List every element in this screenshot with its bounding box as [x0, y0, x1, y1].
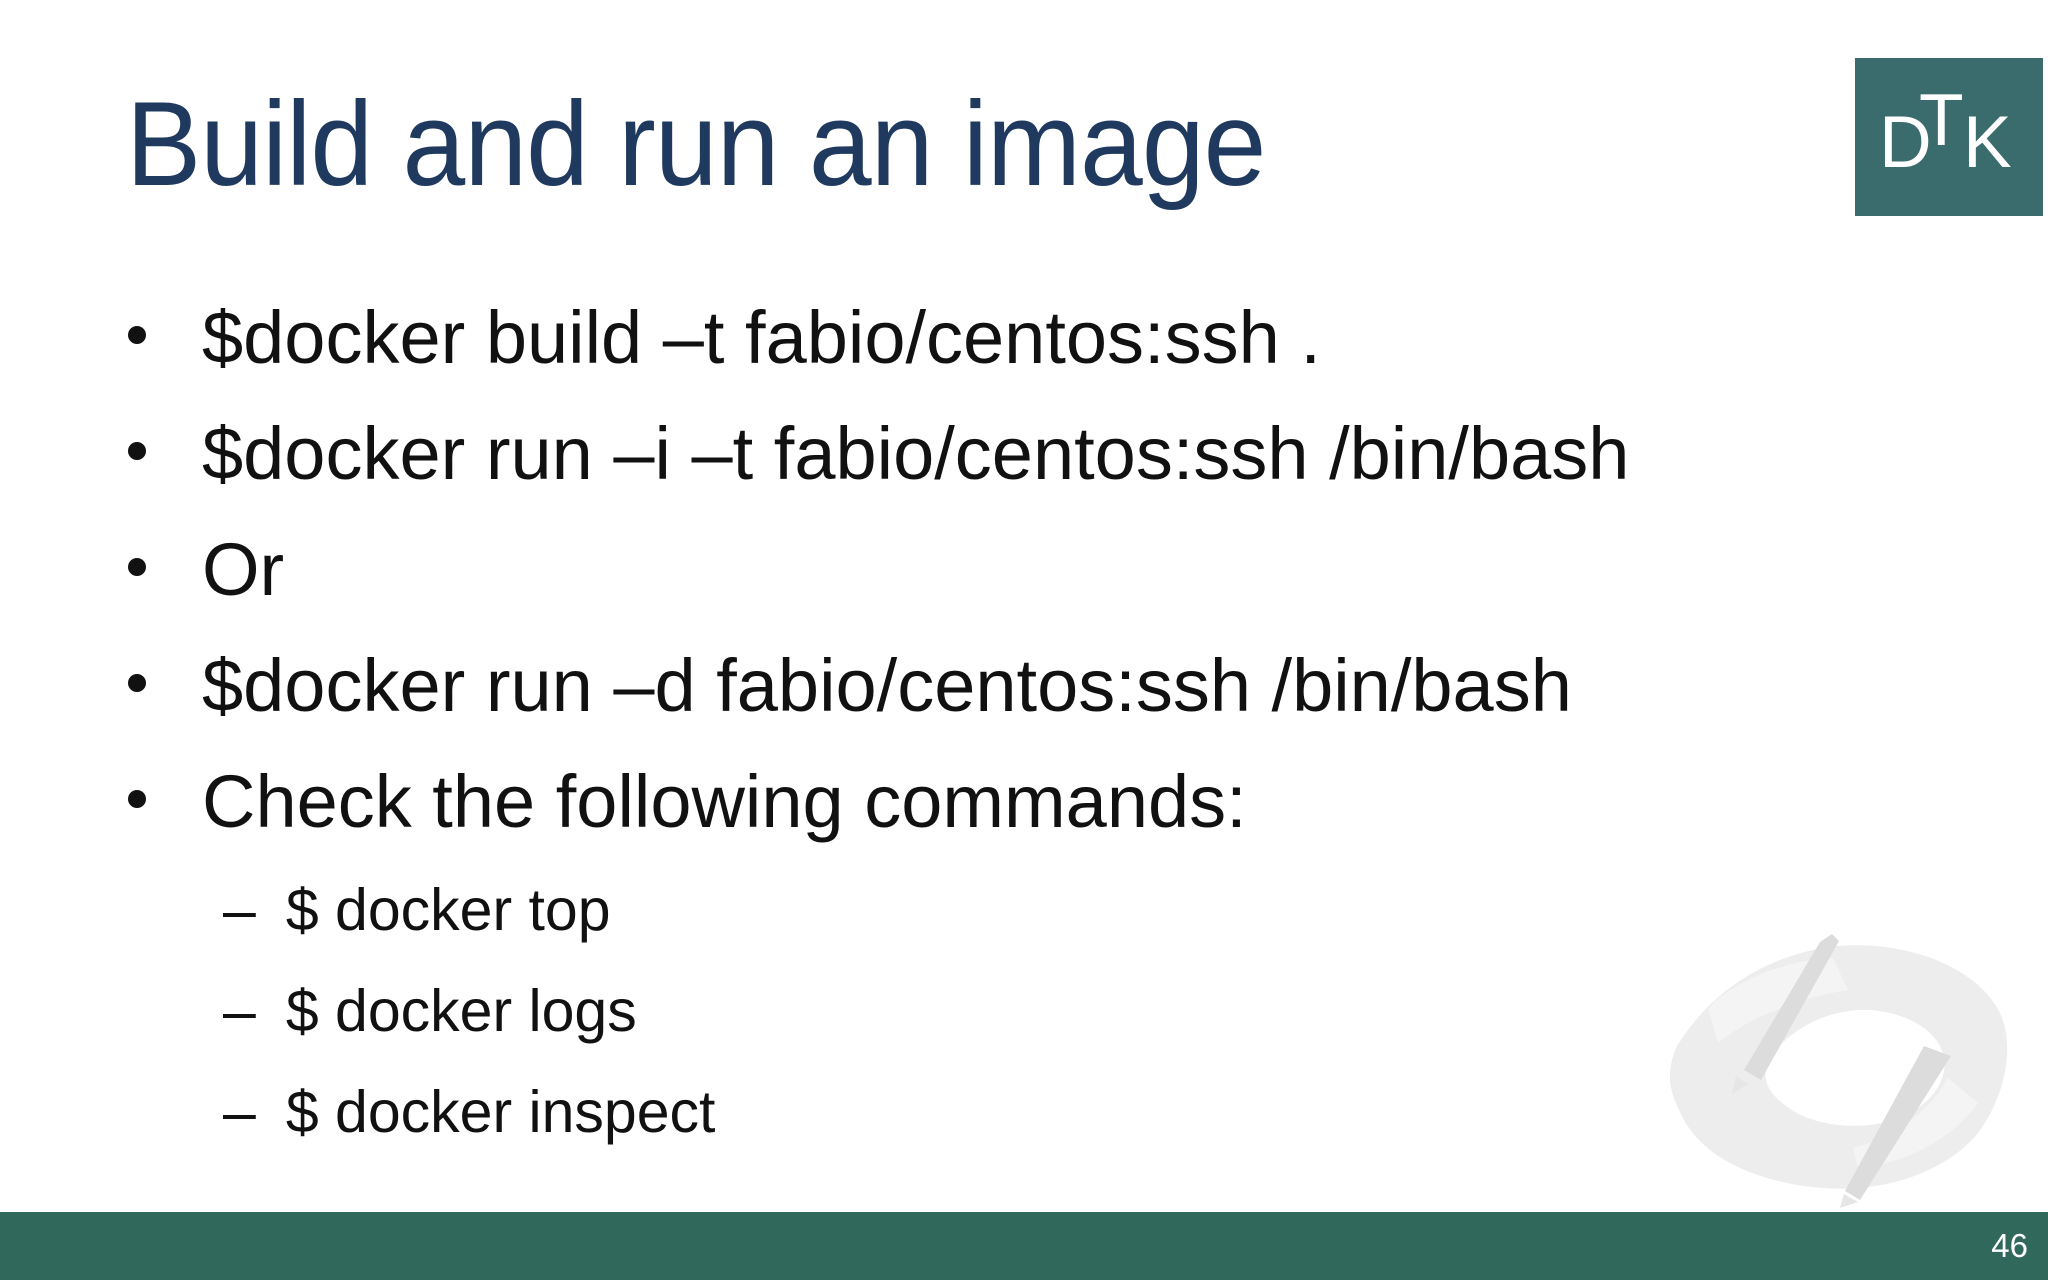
bullet-text: $docker build –t fabio/centos:ssh . — [202, 296, 1321, 379]
logo-letter-k: K — [1963, 102, 2012, 183]
sub-bullet-list: –$ docker top –$ docker logs –$ docker i… — [128, 860, 1629, 1163]
bullet-text: Or — [202, 528, 285, 611]
bullet-text: $docker run –d fabio/centos:ssh /bin/bas… — [202, 644, 1572, 727]
bullet-dot-icon — [128, 326, 146, 345]
bullet-item: $docker run –d fabio/centos:ssh /bin/bas… — [128, 628, 1629, 744]
bullet-dot-icon — [128, 790, 146, 809]
bullet-text: $docker run –i –t fabio/centos:ssh /bin/… — [202, 412, 1630, 495]
sub-bullet-item: –$ docker top — [128, 860, 1629, 961]
slide-title: Build and run an image — [126, 77, 1266, 211]
sub-bullet-item: –$ docker logs — [128, 961, 1629, 1062]
footer-bar: 46 — [0, 1212, 2048, 1280]
dash-bullet-icon: – — [223, 978, 256, 1044]
bullet-dot-icon — [128, 674, 146, 693]
logo-letter-t: T — [1919, 80, 1964, 161]
drawing-hands-watermark-icon — [1669, 934, 2008, 1208]
dtk-logo: D T K — [1855, 58, 2043, 216]
dash-bullet-icon: – — [223, 1079, 256, 1145]
bullet-item: Or — [128, 512, 1629, 628]
bullet-dot-icon — [128, 558, 146, 577]
sub-bullet-text: $ docker logs — [285, 978, 637, 1044]
sub-bullet-text: $ docker inspect — [285, 1079, 716, 1145]
dash-bullet-icon: – — [223, 877, 256, 943]
logo-letter-d: D — [1879, 102, 1932, 183]
bullet-item: $docker run –i –t fabio/centos:ssh /bin/… — [128, 396, 1629, 512]
bullet-item: Check the following commands: –$ docker … — [128, 744, 1629, 1163]
bullet-list: $docker build –t fabio/centos:ssh . $doc… — [128, 280, 1629, 1163]
sub-bullet-item: –$ docker inspect — [128, 1062, 1629, 1163]
sub-bullet-text: $ docker top — [285, 877, 611, 943]
bullet-text: Check the following commands: — [202, 760, 1247, 843]
bullet-item: $docker build –t fabio/centos:ssh . — [128, 280, 1629, 396]
bullet-dot-icon — [128, 442, 146, 461]
page-number: 46 — [1991, 1227, 2028, 1264]
